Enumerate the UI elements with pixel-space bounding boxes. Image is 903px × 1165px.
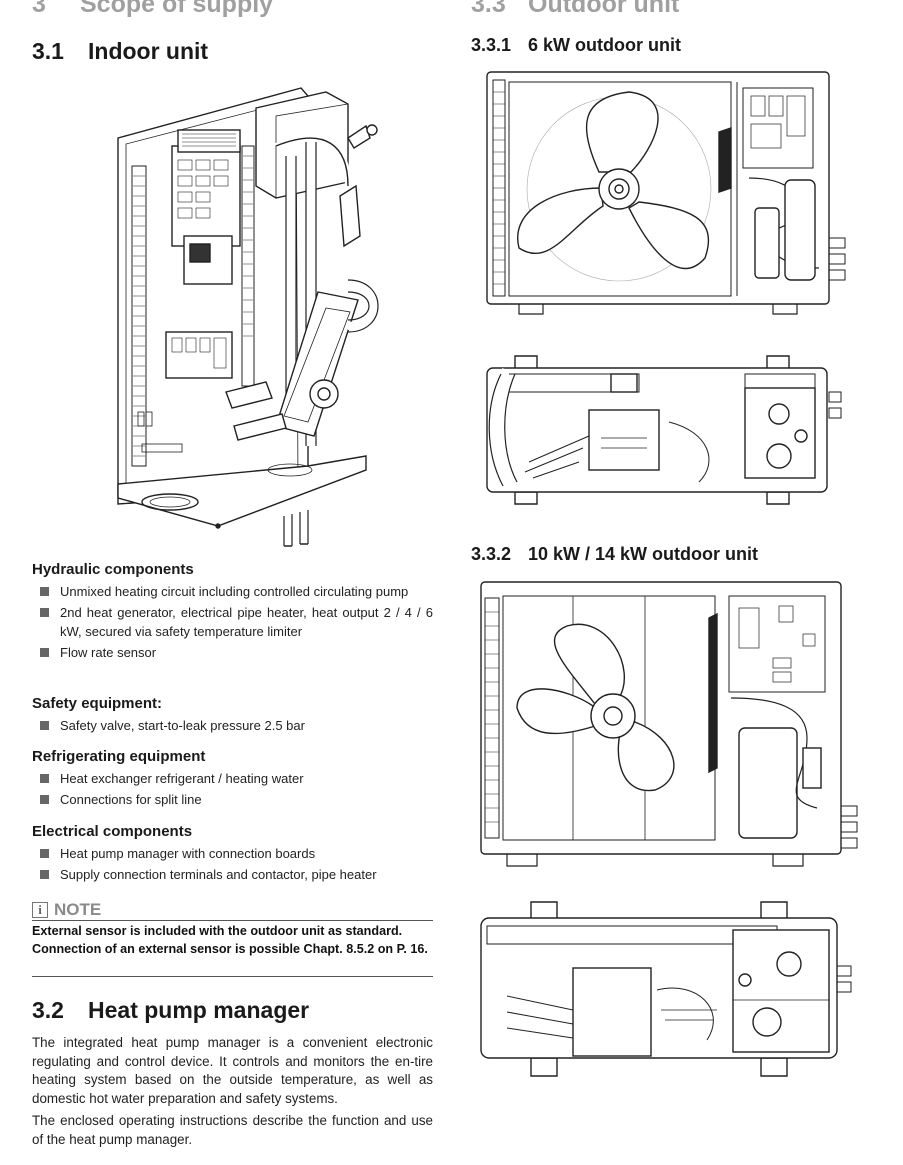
list-item-text: Connections for split line: [60, 792, 202, 807]
outdoor-10-14kw-heading: 3.3.2 10 kW / 14 kW outdoor unit: [471, 544, 758, 565]
note-label: NOTE: [54, 900, 102, 919]
list-item: 2nd heat generator, electrical pipe heat…: [32, 603, 433, 641]
hydraulic-components-list: Unmixed heating circuit including contro…: [32, 582, 433, 664]
list-item-text: Heat exchanger refrigerant / heating wat…: [60, 771, 304, 786]
electrical-components-heading: Electrical components: [32, 823, 193, 840]
heading-number: 3.3.1: [471, 35, 512, 55]
section-number: 3: [32, 0, 46, 18]
heading-number: 3.3.2: [471, 544, 512, 564]
list-item-text: Heat pump manager with connection boards: [60, 846, 316, 861]
heat-pump-manager-heading: 3.2 Heat pump manager: [32, 997, 309, 1024]
note-header: i NOTE: [32, 900, 433, 921]
bullet-square-icon: [40, 849, 49, 858]
section-heading-cut: 3.3 Outdoor unit: [471, 0, 679, 19]
bullet-square-icon: [40, 648, 49, 657]
heading-number: 3.1: [32, 38, 64, 64]
outdoor-6kw-top-drawing: [479, 352, 859, 508]
note-divider: [32, 976, 433, 977]
manager-paragraph: The integrated heat pump manager is a co…: [32, 1035, 433, 1106]
bullet-square-icon: [40, 608, 49, 617]
electrical-components-list: Heat pump manager with connection boards…: [32, 844, 433, 886]
list-item-text: Unmixed heating circuit including contro…: [60, 584, 409, 599]
heading-title: Heat pump manager: [88, 997, 310, 1023]
section-heading-cut: 3 Scope of supply: [32, 0, 273, 19]
hydraulic-components-heading: Hydraulic components: [32, 561, 194, 578]
manager-paragraph: The enclosed operating instructions desc…: [32, 1113, 433, 1147]
heading-title: 6 kW outdoor unit: [528, 35, 681, 55]
bullet-square-icon: [40, 795, 49, 804]
list-item: Connections for split line: [32, 790, 433, 809]
safety-equipment-heading: Safety equipment:: [32, 695, 163, 712]
refrigerating-equipment-heading: Refrigerating equipment: [32, 748, 206, 765]
safety-equipment-list: Safety valve, start-to-leak pressure 2.5…: [32, 716, 433, 737]
section-number: 3.3: [471, 0, 506, 18]
list-item: Heat pump manager with connection boards: [32, 844, 433, 863]
indoor-unit-drawing: [86, 86, 386, 548]
heading-number: 3.2: [32, 997, 64, 1023]
left-column: 3 Scope of supply 3.1 Indoor unit: [32, 0, 433, 1165]
bullet-square-icon: [40, 587, 49, 596]
bullet-square-icon: [40, 870, 49, 879]
heading-title: 10 kW / 14 kW outdoor unit: [528, 544, 759, 564]
list-item: Heat exchanger refrigerant / heating wat…: [32, 769, 433, 788]
list-item: Unmixed heating circuit including contro…: [32, 582, 433, 601]
note-text: External sensor is included with the out…: [32, 924, 428, 956]
outdoor-6kw-front-drawing: [479, 68, 859, 324]
refrigerating-equipment-list: Heat exchanger refrigerant / heating wat…: [32, 769, 433, 811]
list-item-text: Safety valve, start-to-leak pressure 2.5…: [60, 718, 305, 733]
heading-title: Indoor unit: [88, 38, 209, 64]
bullet-square-icon: [40, 774, 49, 783]
list-item: Flow rate sensor: [32, 643, 433, 662]
list-item-text: Supply connection terminals and contacto…: [60, 867, 377, 882]
list-item: Supply connection terminals and contacto…: [32, 865, 433, 884]
section-title: Outdoor unit: [528, 0, 680, 18]
list-item-text: 2nd heat generator, electrical pipe heat…: [60, 605, 433, 639]
outdoor-10-14kw-top-drawing: [477, 900, 861, 1080]
info-icon: i: [32, 902, 48, 918]
indoor-unit-heading: 3.1 Indoor unit: [32, 38, 208, 65]
bullet-square-icon: [40, 721, 49, 730]
list-item: Safety valve, start-to-leak pressure 2.5…: [32, 716, 433, 735]
outdoor-10-14kw-front-drawing: [477, 578, 861, 874]
section-title: Scope of supply: [80, 0, 274, 18]
list-item-text: Flow rate sensor: [60, 645, 157, 660]
right-column: 3.3 Outdoor unit 3.3.1 6 kW outdoor unit: [471, 0, 871, 1165]
outdoor-6kw-heading: 3.3.1 6 kW outdoor unit: [471, 35, 681, 56]
